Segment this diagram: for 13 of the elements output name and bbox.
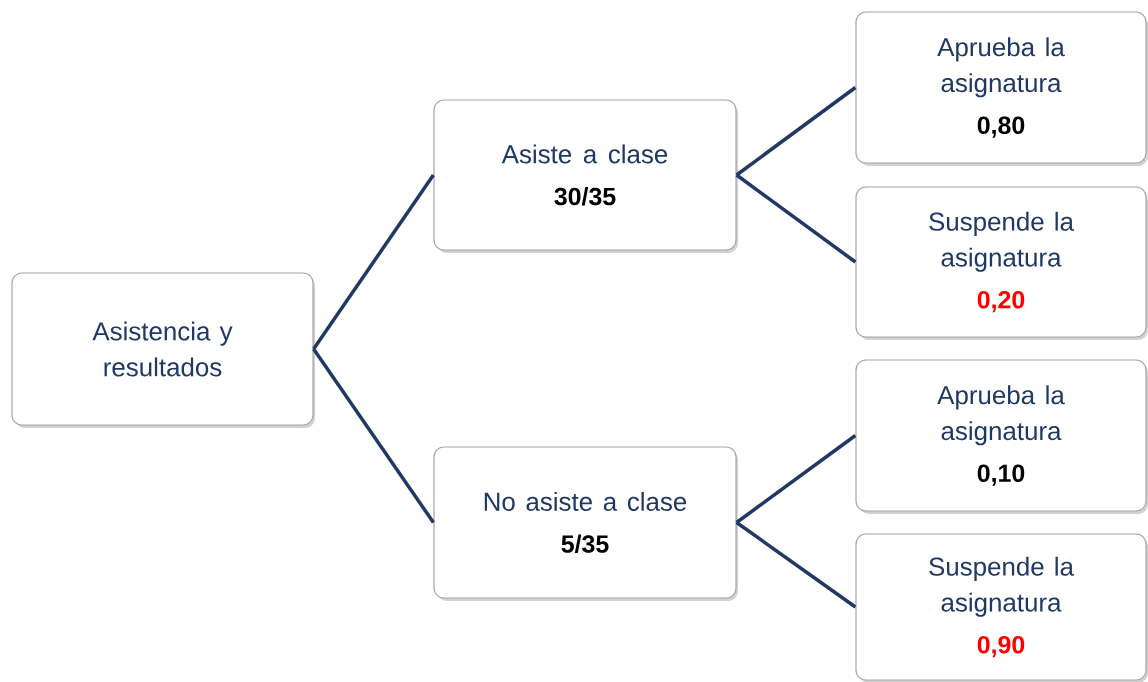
connector-line	[735, 434, 857, 524]
text-box: Aprueba la asignatura 0,10	[855, 359, 1147, 512]
connector-line	[312, 348, 435, 524]
text-box: Asiste a clase 30/35	[433, 99, 737, 251]
text-box: Suspende la asignatura 0,20	[855, 186, 1147, 338]
connector-line	[735, 173, 857, 264]
text-box: Suspende la asignatura 0,90	[855, 533, 1147, 681]
text-box: Aprueba la asignatura 0,80	[855, 11, 1147, 164]
connector-line	[735, 521, 857, 609]
text-box: No asiste a clase 5/35	[433, 446, 737, 599]
text-box: Asistencia y resultados	[11, 272, 314, 426]
connector-line	[735, 86, 857, 177]
connector-line	[312, 174, 435, 350]
